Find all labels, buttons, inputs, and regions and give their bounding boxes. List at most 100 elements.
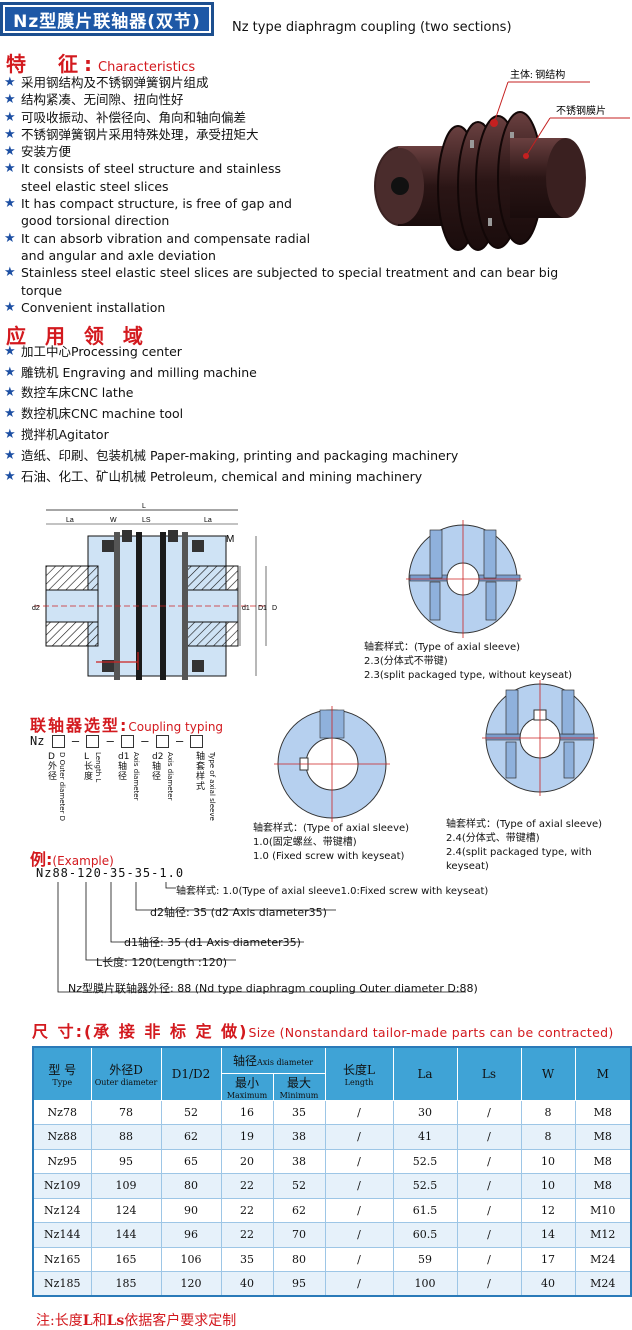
table-cell: 95 bbox=[90, 1148, 162, 1174]
table-cell: 22 bbox=[220, 1197, 274, 1223]
table-cell: Nz165 bbox=[32, 1246, 92, 1272]
typing-code: Nz — — — — bbox=[30, 734, 204, 748]
th-ls: Ls bbox=[456, 1046, 522, 1101]
sleeve-23-caption: 轴套样式：(Type of axial sleeve)2.3(分体式不带键)2.… bbox=[364, 642, 573, 681]
table-cell: 96 bbox=[160, 1222, 222, 1248]
star-icon: ★ bbox=[4, 109, 16, 125]
star-icon: ★ bbox=[4, 144, 16, 160]
photo-label-slice: 不锈钢膜片 bbox=[556, 104, 606, 117]
table-cell: 80 bbox=[160, 1173, 222, 1199]
table-cell: Nz109 bbox=[32, 1173, 92, 1199]
table-cell: 61.5 bbox=[392, 1197, 458, 1223]
th-la: La bbox=[392, 1046, 458, 1101]
characteristic-item: ★Convenient installation bbox=[4, 299, 166, 315]
table-cell: 52 bbox=[160, 1099, 222, 1125]
product-photo: 主体: 钢结构 不锈钢膜片 bbox=[374, 68, 630, 251]
table-cell: / bbox=[324, 1246, 394, 1272]
table-cell: 62 bbox=[272, 1197, 326, 1223]
table-cell: 165 bbox=[90, 1246, 162, 1272]
star-icon: ★ bbox=[4, 196, 16, 212]
star-icon: ★ bbox=[4, 468, 16, 484]
applications-heading: 应 用 领 域 bbox=[6, 324, 149, 348]
application-item: ★造纸、印刷、包装机械 Paper-making, printing and p… bbox=[4, 447, 459, 463]
characteristic-item: ★It consists of steel structure and stai… bbox=[4, 161, 281, 194]
table-cell: 90 bbox=[160, 1197, 222, 1223]
title-banner: Nz型膜片联轴器(双节) bbox=[0, 2, 214, 36]
typing-heading: 联轴器选型:Coupling typing bbox=[30, 716, 224, 735]
technical-drawing: L La W LS La M d2 d1 D1 D bbox=[32, 503, 277, 680]
table-cell: 35 bbox=[220, 1246, 274, 1272]
star-icon: ★ bbox=[4, 265, 16, 281]
table-cell: 30 bbox=[392, 1099, 458, 1125]
table-cell: / bbox=[456, 1271, 522, 1297]
table-cell: / bbox=[456, 1124, 522, 1150]
table-cell: / bbox=[324, 1124, 394, 1150]
table-cell: 80 bbox=[272, 1246, 326, 1272]
table-cell: 124 bbox=[90, 1197, 162, 1223]
th-axis-diameter: 轴径Axis diameter bbox=[220, 1046, 326, 1074]
characteristic-item: ★It can absorb vibration and compensate … bbox=[4, 230, 311, 263]
star-icon: ★ bbox=[4, 406, 16, 422]
example-code: Nz88-120-35-35-1.0 bbox=[36, 866, 185, 880]
application-item: ★搅拌机Agitator bbox=[4, 426, 109, 442]
dim-D: D bbox=[272, 605, 277, 612]
subtitle: Nz type diaphragm coupling (two sections… bbox=[232, 20, 512, 35]
table-cell: 120 bbox=[160, 1271, 222, 1297]
sleeve-24-caption: 轴套样式：(Type of axial sleeve)2.4(分体式、带键槽)2… bbox=[446, 819, 603, 872]
characteristic-item: ★安装方便 bbox=[4, 144, 72, 160]
sleeve-23-diagram bbox=[406, 520, 522, 638]
star-icon: ★ bbox=[4, 426, 16, 442]
table-cell: 52.5 bbox=[392, 1148, 458, 1174]
dim-d2: d2 bbox=[32, 605, 40, 612]
sleeve-10-caption: 轴套样式：(Type of axial sleeve)1.0(固定螺丝、带键槽)… bbox=[253, 823, 410, 862]
table-cell: Nz95 bbox=[32, 1148, 92, 1174]
table-cell: 52.5 bbox=[392, 1173, 458, 1199]
table-cell: / bbox=[456, 1222, 522, 1248]
star-icon: ★ bbox=[4, 126, 16, 142]
characteristic-item: ★Stainless steel elastic steel slices ar… bbox=[4, 265, 559, 298]
characteristic-item: ★采用钢结构及不锈钢弹簧钢片组成 bbox=[4, 75, 209, 90]
table-cell: M8 bbox=[574, 1148, 632, 1174]
table-cell: 19 bbox=[220, 1124, 274, 1150]
sleeve-10-diagram bbox=[274, 706, 390, 822]
table-cell: 144 bbox=[90, 1222, 162, 1248]
th-m: M bbox=[574, 1046, 632, 1101]
application-item: ★石油、化工、矿山机械 Petroleum, chemical and mini… bbox=[4, 468, 423, 484]
table-cell: 16 bbox=[220, 1099, 274, 1125]
characteristic-item: ★可吸收振动、补偿径向、角向和轴向偏差 bbox=[4, 109, 247, 125]
table-cell: 100 bbox=[392, 1271, 458, 1297]
table-cell: 35 bbox=[272, 1099, 326, 1125]
table-cell: 10 bbox=[520, 1148, 576, 1174]
table-cell: M24 bbox=[574, 1271, 632, 1297]
star-icon: ★ bbox=[4, 75, 16, 90]
characteristics-list: ★采用钢结构及不锈钢弹簧钢片组成 ★结构紧凑、无间隙、扭向性好★可吸收振动、补偿径… bbox=[4, 74, 564, 316]
application-item: ★数控机床CNC machine tool bbox=[4, 406, 184, 422]
dim-M: M bbox=[226, 534, 234, 545]
application-item: ★加工中心Processing center bbox=[4, 343, 182, 359]
table-cell: / bbox=[324, 1173, 394, 1199]
th-d1d2: D1/D2 bbox=[160, 1046, 222, 1101]
table-cell: M12 bbox=[574, 1222, 632, 1248]
table-cell: 40 bbox=[220, 1271, 274, 1297]
table-cell: Nz144 bbox=[32, 1222, 92, 1248]
table-cell: 70 bbox=[272, 1222, 326, 1248]
table-cell: 22 bbox=[220, 1222, 274, 1248]
table-cell: / bbox=[456, 1197, 522, 1223]
title-text: Nz型膜片联轴器(双节) bbox=[5, 7, 209, 32]
characteristic-item: ★结构紧凑、无间隙、扭向性好 bbox=[4, 92, 184, 108]
table-cell: 78 bbox=[90, 1099, 162, 1125]
table-cell: 59 bbox=[392, 1246, 458, 1272]
table-cell: / bbox=[324, 1197, 394, 1223]
table-cell: 8 bbox=[520, 1124, 576, 1150]
dim-d1: d1 bbox=[242, 605, 250, 612]
